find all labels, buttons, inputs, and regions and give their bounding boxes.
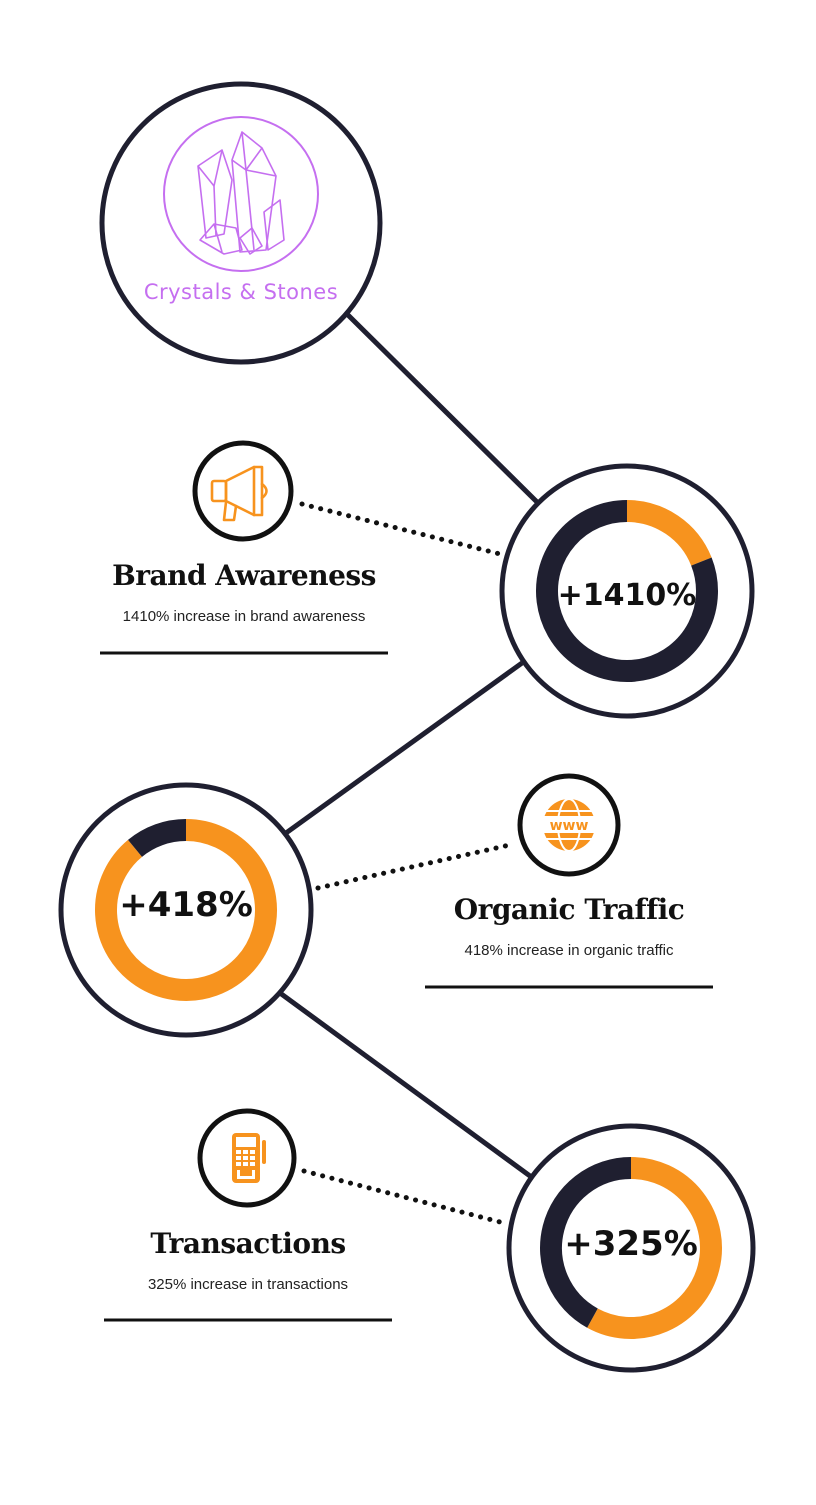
donut-dark-slice <box>127 819 187 858</box>
dotted-connector-brand <box>299 501 503 557</box>
icon-badge-ring <box>192 440 294 542</box>
logo-text: Crystals & Stones <box>143 280 339 304</box>
megaphone-icon <box>210 465 268 522</box>
svg-text:www: www <box>550 818 589 834</box>
terminal-badge <box>197 1108 297 1208</box>
megaphone-badge <box>192 440 294 542</box>
connector-stat1-to-stat2 <box>284 660 524 836</box>
stat-transactions: +325% <box>506 1123 756 1373</box>
globe-www-icon: www <box>540 798 598 852</box>
dotted-connector-organic <box>315 841 517 891</box>
donut-accent-slice <box>626 500 712 566</box>
donut-dark-slice <box>540 1157 632 1328</box>
donut-accent-slice <box>587 1157 722 1339</box>
connector-lines <box>278 313 540 1179</box>
connector-logo-to-stat1 <box>346 313 540 505</box>
donut-chart <box>540 1157 722 1339</box>
logo <box>99 81 383 365</box>
percent-label: +325% <box>564 1224 698 1264</box>
percent-label: +1410% <box>558 578 697 613</box>
donut-dark-slice <box>536 500 718 682</box>
percent-label: +418% <box>119 885 253 925</box>
heading-organic-traffic: Organic Traffic <box>453 893 685 926</box>
donut-accent-slice <box>95 819 277 1001</box>
connector-stat2-to-stat3 <box>278 990 532 1179</box>
stat-organic-traffic: +418% <box>58 782 314 1038</box>
dotted-connector-transactions <box>301 1168 503 1225</box>
desc-organic-traffic: 418% increase in organic traffic <box>464 942 674 959</box>
card-terminal-icon <box>232 1133 266 1183</box>
desc-brand-awareness: 1410% increase in brand awareness <box>122 608 366 625</box>
donut-chart <box>95 819 277 1001</box>
donut-chart <box>536 500 718 682</box>
www-badge: www <box>517 773 621 877</box>
stat-brand-awareness: +1410% <box>499 463 755 719</box>
crystal-icon <box>197 131 285 255</box>
heading-brand-awareness: Brand Awareness <box>112 559 376 592</box>
heading-transactions: Transactions <box>150 1227 346 1260</box>
logo-inner-ring <box>163 116 319 272</box>
logo-outer-ring <box>99 81 383 365</box>
desc-transactions: 325% increase in transactions <box>147 1276 349 1293</box>
